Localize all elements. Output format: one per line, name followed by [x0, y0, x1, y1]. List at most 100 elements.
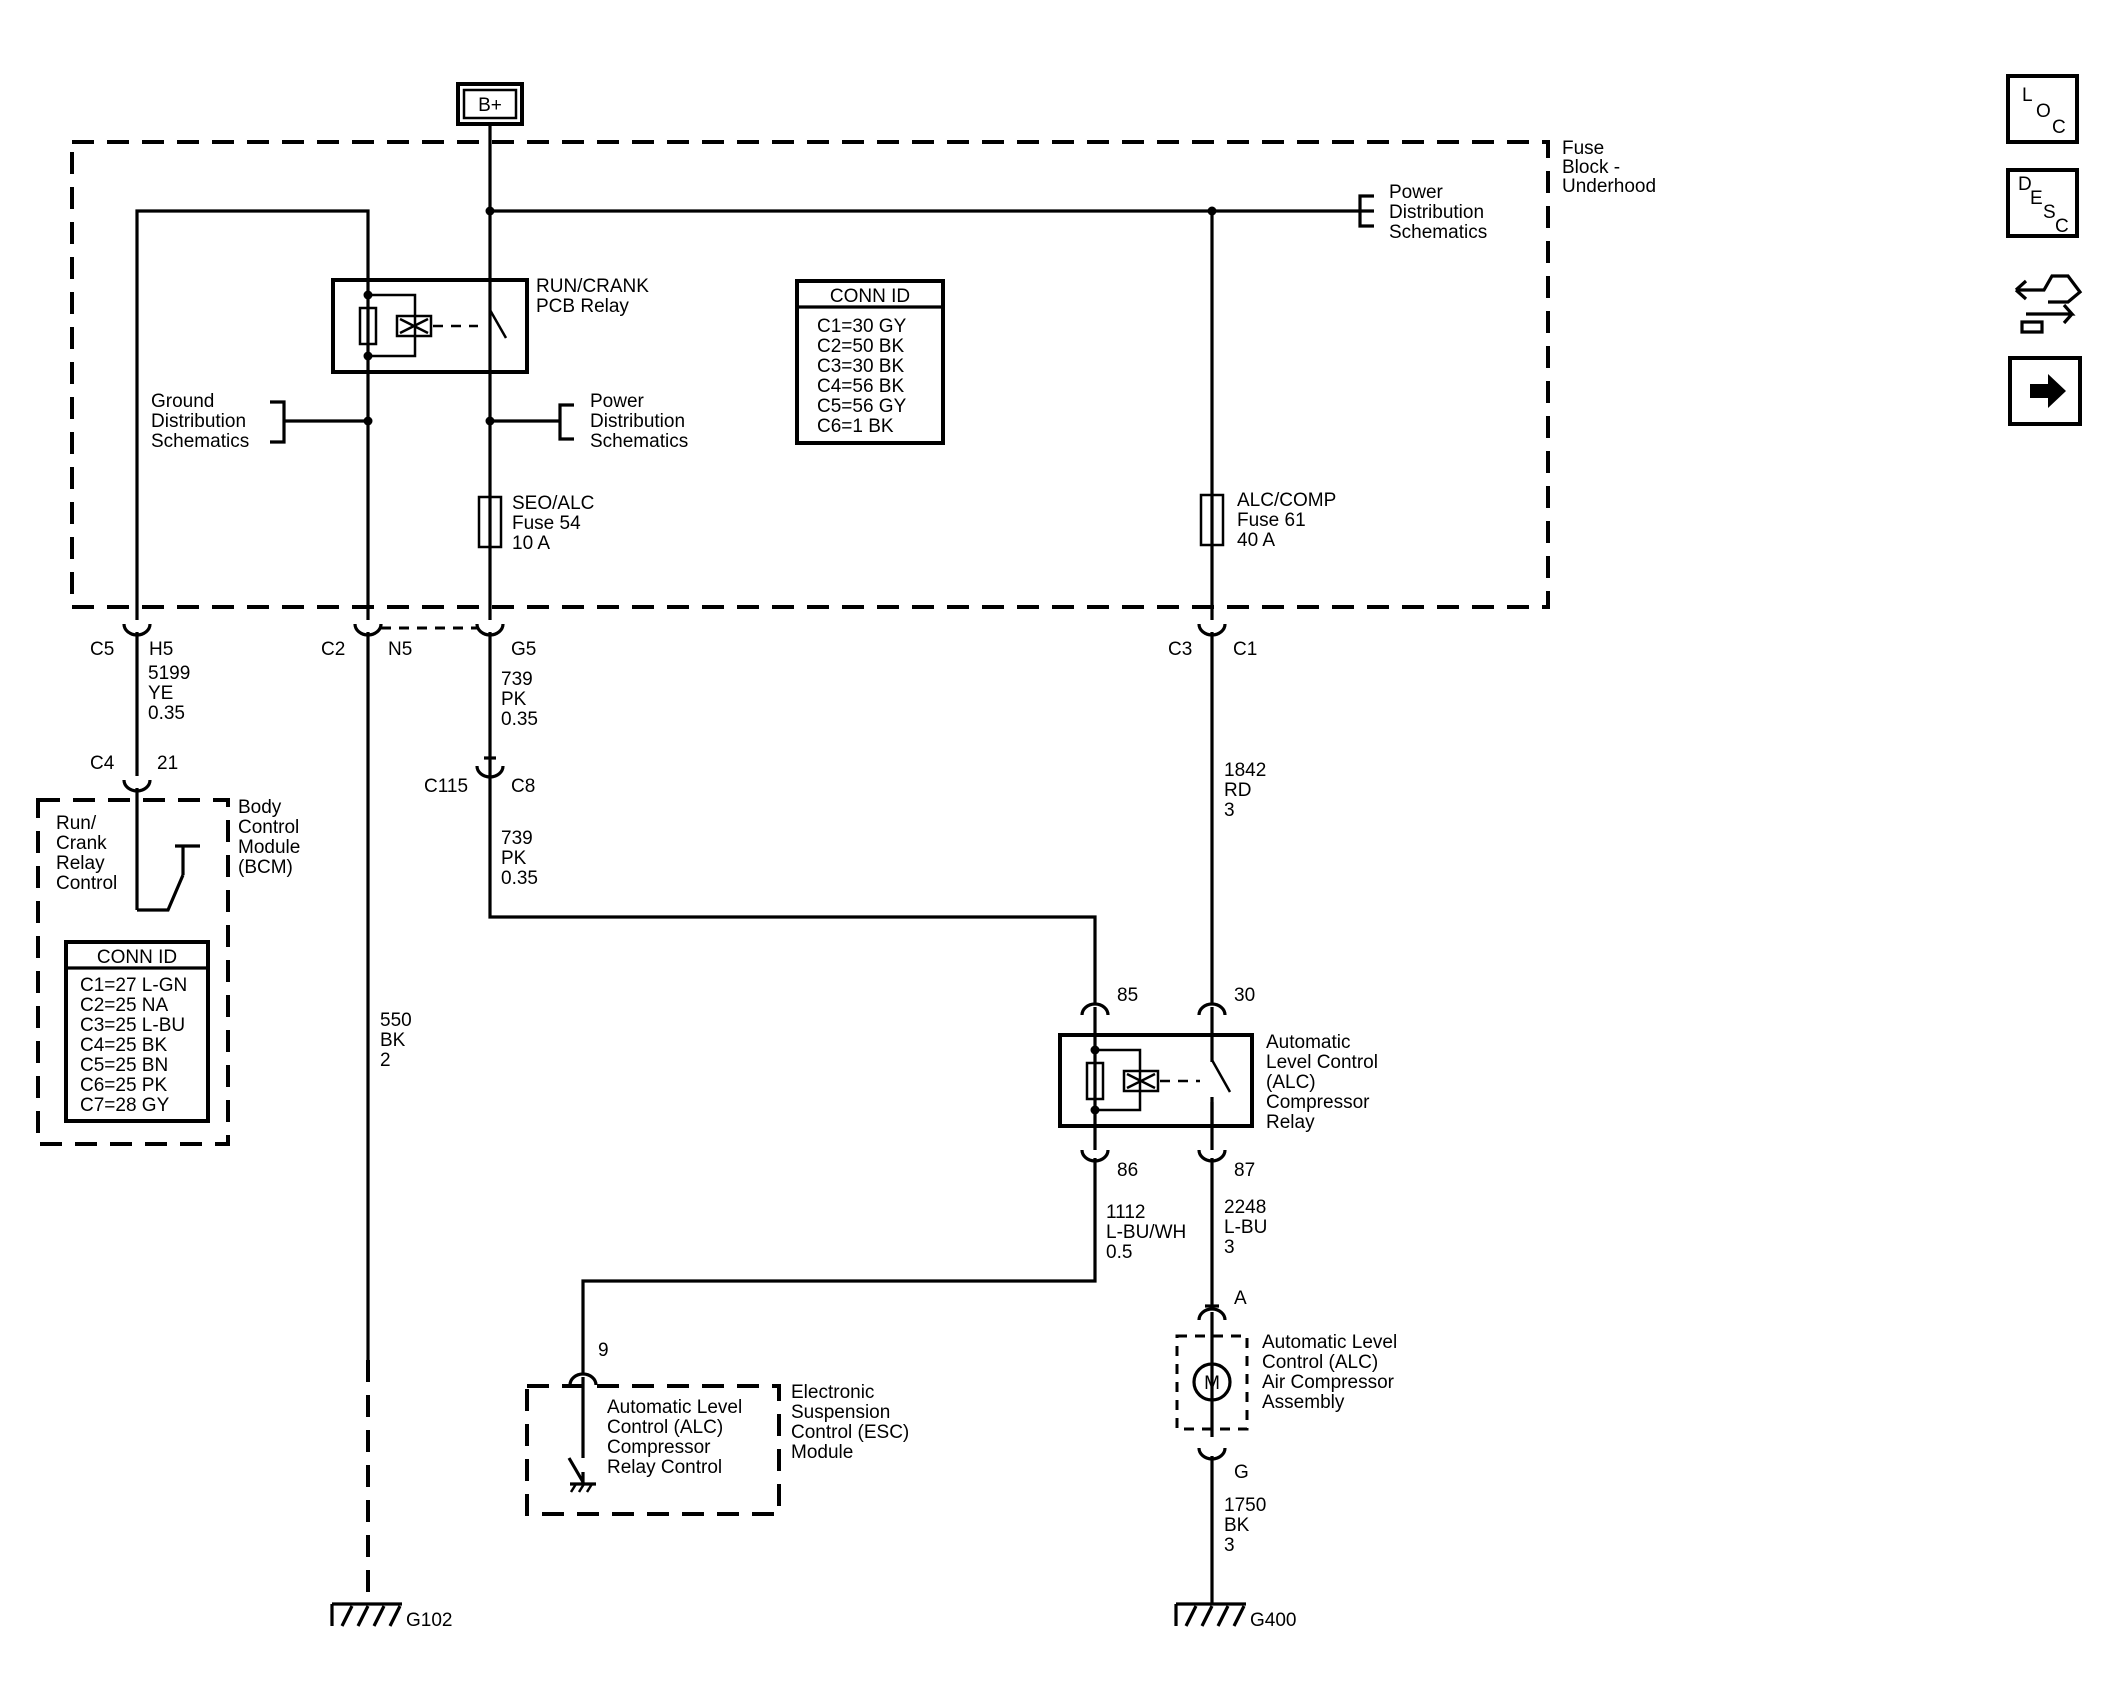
alc-compressor-relay — [1058, 1033, 1254, 1128]
relay-resistor — [358, 306, 378, 346]
loc-button[interactable]: L O C — [2006, 74, 2079, 144]
label-text: (ALC) — [1266, 1072, 1316, 1093]
label-text: Module — [791, 1442, 853, 1463]
power-dist-bracket-mid — [558, 403, 574, 441]
label-text: S — [2043, 202, 2056, 223]
compare-arrows-icon[interactable] — [2014, 274, 2083, 334]
label-text: SEO/ALC — [512, 493, 594, 514]
label-text: Control (ALC) — [1262, 1352, 1378, 1373]
label-text: C6=1 BK — [817, 416, 894, 437]
label-text: Level Control — [1266, 1052, 1378, 1073]
connector-c4-21: C4 21 — [90, 753, 178, 793]
label-text: Compressor — [607, 1437, 711, 1458]
arrow-right-icon[interactable] — [2008, 356, 2082, 426]
label-text: Body — [238, 797, 282, 818]
desc-button[interactable]: D E S C — [2006, 168, 2079, 238]
label-text: YE — [148, 683, 173, 704]
label-text: C1=27 L-GN — [80, 975, 187, 996]
wire-1112-label: 1112 L-BU/WH 0.5 — [1106, 1202, 1186, 1263]
label-text: C2=25 NA — [80, 995, 169, 1016]
bcm-module-border — [36, 798, 230, 1146]
label-text: 1750 — [1224, 1495, 1266, 1516]
label-text: Automatic Level — [1262, 1332, 1397, 1353]
relay-switch — [488, 309, 508, 339]
label-text: C1 — [1233, 639, 1257, 660]
bcm-label: Body Control Module (BCM) — [238, 797, 300, 878]
label-text: 21 — [157, 753, 178, 774]
label-text: N5 — [388, 639, 412, 660]
label-text: 3 — [1224, 1535, 1235, 1556]
label-text: C4=25 BK — [80, 1035, 167, 1056]
label-text: 10 A — [512, 533, 550, 554]
esc-module-label: Electronic Suspension Control (ESC) Modu… — [791, 1382, 909, 1463]
label-text: 2248 — [1224, 1197, 1266, 1218]
label-text: 87 — [1234, 1160, 1255, 1181]
connector-86: 86 — [1080, 1149, 1138, 1181]
label-text: L-BU/WH — [1106, 1222, 1186, 1243]
label-text: Module — [238, 837, 300, 858]
label-text: 3 — [1224, 1237, 1235, 1258]
label-text: Distribution — [590, 411, 685, 432]
run-crank-relay-label: RUN/CRANK PCB Relay — [536, 276, 649, 317]
label-text: A — [1234, 1288, 1247, 1309]
battery-label: B+ — [478, 95, 502, 116]
label-text: Schematics — [590, 431, 688, 452]
label-text: 0.35 — [501, 709, 538, 730]
label-text: C115 — [424, 776, 468, 797]
label-text: 85 — [1117, 985, 1138, 1006]
label-text: 40 A — [1237, 530, 1275, 551]
label-text: Relay — [1266, 1112, 1315, 1133]
label-text: Control (ESC) — [791, 1422, 909, 1443]
motor-symbol — [1192, 1362, 1232, 1402]
wire-550-label: 550 BK 2 — [380, 1010, 412, 1071]
connector-c5-h5: C5 H5 — [90, 623, 173, 660]
alc-relay-label: Automatic Level Control (ALC) Compressor… — [1266, 1032, 1378, 1133]
label-text: 0.35 — [148, 703, 185, 724]
connector-c3-c1: C3 C1 — [1168, 623, 1257, 660]
label-text: CONN ID — [830, 286, 910, 307]
label-text: Air Compressor — [1262, 1372, 1395, 1393]
label-text: 86 — [1117, 1160, 1138, 1181]
ground-g102: G102 — [330, 1602, 452, 1631]
connector-a: A — [1197, 1288, 1247, 1321]
connector-c2-n5: C2 N5 — [321, 623, 412, 660]
label-text: C8 — [511, 776, 535, 797]
connector-c115-c8: C115 C8 — [424, 756, 535, 797]
connector-85: 85 — [1080, 985, 1138, 1016]
label-text: 2 — [380, 1050, 391, 1071]
label-text: G — [1234, 1462, 1249, 1483]
label-text: C5=56 GY — [817, 396, 907, 417]
label-text: C3=25 L-BU — [80, 1015, 185, 1036]
label-text: 1112 — [1106, 1202, 1145, 1223]
label-text: 739 — [501, 669, 533, 690]
conn-id-table-bcm — [64, 940, 210, 1123]
label-text: L — [2022, 85, 2033, 106]
wire-739-label-a: 739 PK 0.35 — [501, 669, 538, 730]
label-text: Run/ — [56, 813, 97, 834]
label-text: 30 — [1234, 985, 1255, 1006]
label-text: 739 — [501, 828, 533, 849]
fuse-54-symbol — [477, 495, 503, 549]
wire-2248-label: 2248 L-BU 3 — [1224, 1197, 1267, 1258]
label-text: C — [2052, 117, 2066, 138]
power-dist-bracket-top — [1358, 194, 1374, 228]
connector-30: 30 — [1197, 985, 1255, 1016]
label-text: RUN/CRANK — [536, 276, 649, 297]
label-text: C7=28 GY — [80, 1095, 170, 1116]
label-text: Schematics — [1389, 222, 1487, 243]
label-text: Block - — [1562, 157, 1620, 178]
label-text: PCB Relay — [536, 296, 629, 317]
label-text: C3 — [1168, 639, 1192, 660]
esc-switch — [567, 1457, 585, 1483]
label-text: E — [2030, 188, 2043, 209]
connector-g: G — [1197, 1447, 1249, 1483]
label-text: Schematics — [151, 431, 249, 452]
conn-id-table-fuseblock — [795, 279, 945, 445]
bcm-inner-label: Run/ Crank Relay Control — [56, 813, 117, 894]
wire-5199-label: 5199 YE 0.35 — [148, 663, 190, 724]
label-text: 0.5 — [1106, 1242, 1132, 1263]
label-text: RD — [1224, 780, 1251, 801]
label-text: Automatic Level — [607, 1397, 742, 1418]
label-text: Electronic — [791, 1382, 874, 1403]
